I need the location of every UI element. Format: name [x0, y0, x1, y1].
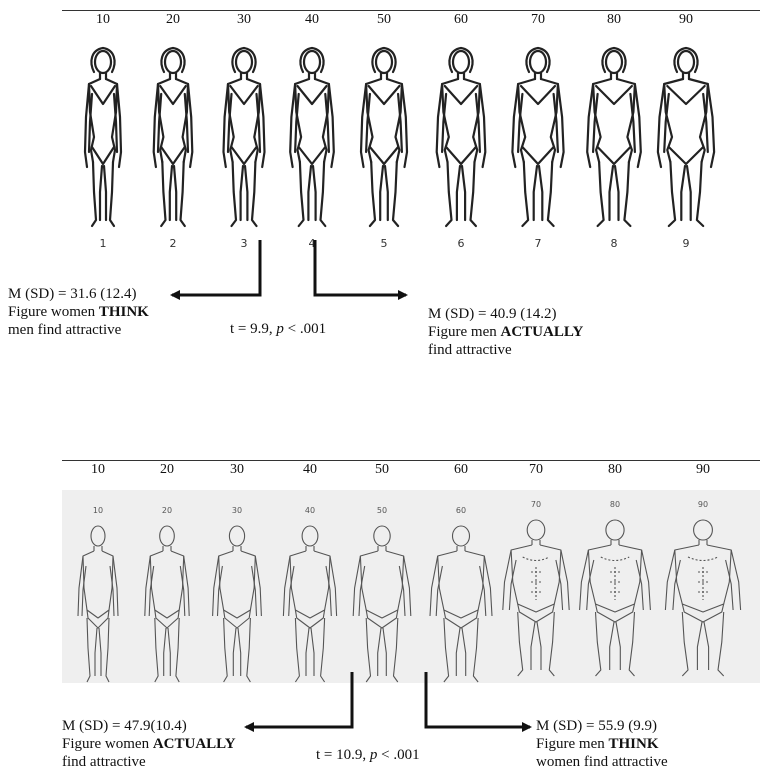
male-figure-drawing	[658, 512, 748, 687]
male-figure-label: 20	[162, 506, 172, 515]
male-think-label: M (SD) = 55.9 (9.9) Figure men THINK wom…	[536, 717, 668, 771]
male-think-stat: M (SD) = 55.9 (9.9)	[536, 717, 668, 735]
male-figure-drawing	[491, 512, 581, 687]
male-figure-label: 40	[305, 506, 315, 515]
male-figure-label: 10	[93, 506, 103, 515]
male-actual-line2: Figure women	[62, 736, 153, 752]
male-figure-label: 50	[377, 506, 387, 515]
male-figure-label: 90	[698, 500, 708, 509]
male-t-test: t = 10.9, p < .001	[316, 747, 420, 764]
male-scale-line	[62, 460, 760, 461]
male-scale-tick: 70	[529, 462, 543, 478]
male-figure-drawing	[570, 512, 660, 687]
male-actual-stat: M (SD) = 47.9(10.4)	[62, 717, 236, 735]
male-scale-tick: 90	[696, 462, 710, 478]
male-think-line3: women find attractive	[536, 753, 668, 771]
male-actual-line3: find attractive	[62, 753, 236, 771]
male-scale-tick: 10	[91, 462, 105, 478]
male-scale-tick: 80	[608, 462, 622, 478]
male-actual-emphasis: ACTUALLY	[153, 736, 236, 752]
male-scale-tick: 50	[375, 462, 389, 478]
male-figure-label: 70	[531, 500, 541, 509]
male-figure-label: 60	[456, 506, 466, 515]
male-scale-tick: 30	[230, 462, 244, 478]
male-scale-tick: 20	[160, 462, 174, 478]
male-think-emphasis: THINK	[609, 736, 659, 752]
male-figure-label: 80	[610, 500, 620, 509]
male-figure-drawing	[337, 518, 427, 693]
male-actual-label: M (SD) = 47.9(10.4) Figure women ACTUALL…	[62, 717, 236, 771]
male-scale-tick: 60	[454, 462, 468, 478]
male-think-line2: Figure men	[536, 736, 609, 752]
male-figure-label: 30	[232, 506, 242, 515]
male-scale-tick: 40	[303, 462, 317, 478]
